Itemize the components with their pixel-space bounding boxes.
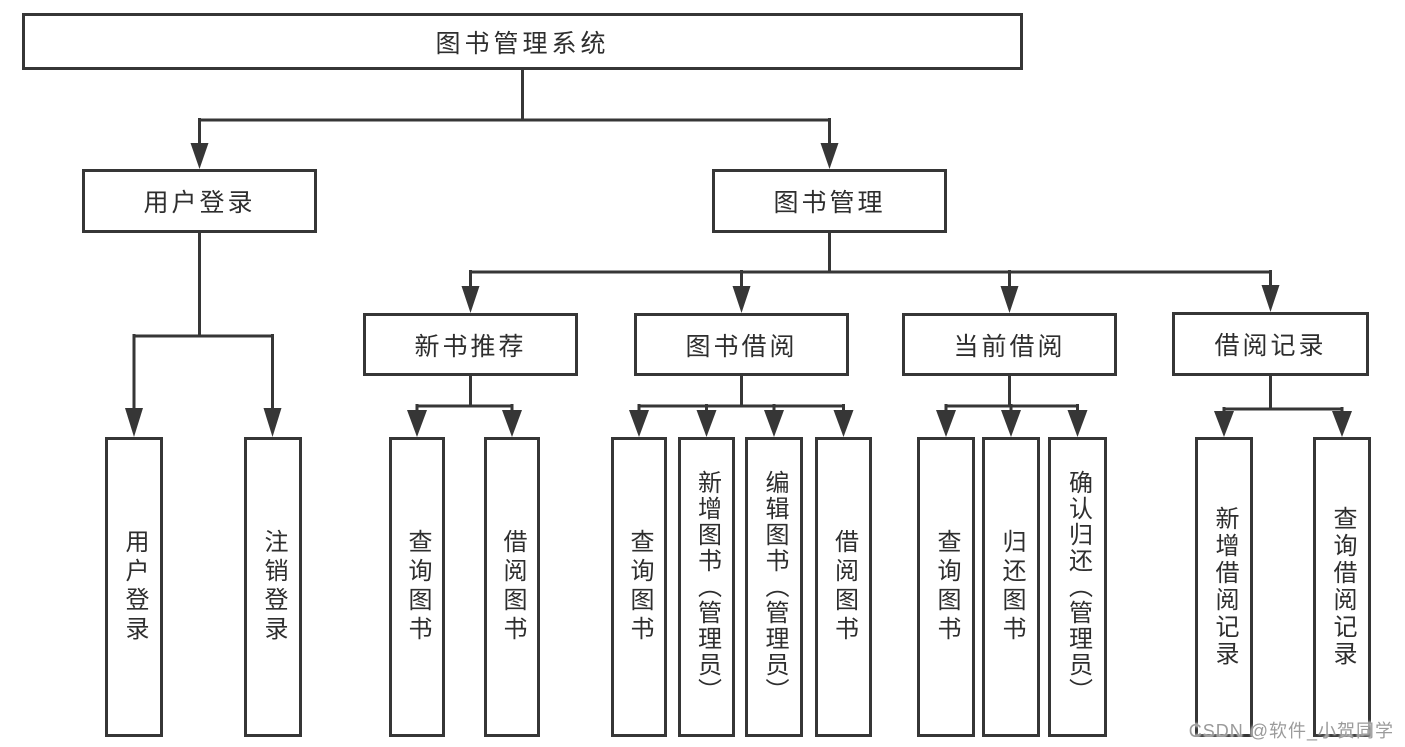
arrowhead-edit-books bbox=[764, 410, 784, 437]
connector-book-management-path bbox=[469, 233, 1272, 289]
connector-current-borrowing-split bbox=[936, 376, 1088, 437]
leaf-user-login: 用户登录 bbox=[105, 437, 163, 737]
leaf-return-books: 归还图书 bbox=[982, 437, 1040, 737]
connector-book-management-split bbox=[461, 233, 1280, 313]
connector-user-login-split bbox=[125, 233, 282, 437]
arrowhead-borrow-records bbox=[1261, 285, 1280, 312]
csdn-watermark: CSDN @软件_小贺同学 bbox=[1188, 721, 1394, 741]
node-user-login: 用户登录 bbox=[82, 169, 317, 233]
connector-borrow-records-split bbox=[1214, 376, 1352, 437]
node-library-management-system: 图书管理系统 bbox=[22, 13, 1023, 70]
node-borrow-records: 借阅记录 bbox=[1172, 312, 1369, 376]
arrowhead-user-login bbox=[190, 143, 209, 169]
leaf-add-borrow-record: 新增借阅记录 bbox=[1195, 437, 1253, 737]
arrowhead-add-books bbox=[696, 410, 717, 437]
leaf-borrow-books-borrowing: 借阅图书 bbox=[815, 437, 872, 737]
arrowhead-add-borrow-record bbox=[1214, 411, 1234, 437]
arrowhead-new-book bbox=[461, 286, 480, 313]
arrowhead-logout-leaf bbox=[263, 408, 282, 437]
leaf-edit-books-admin: 编辑图书（管理员） bbox=[745, 437, 803, 737]
arrowhead-query-books-3 bbox=[936, 410, 956, 437]
arrowhead-confirm-return bbox=[1067, 410, 1088, 437]
connector-book-borrowing-path bbox=[637, 376, 845, 412]
arrowhead-borrow-books-2 bbox=[833, 410, 854, 437]
arrowhead-book-borrowing bbox=[732, 286, 751, 313]
leaf-query-books-recommend: 查询图书 bbox=[389, 437, 445, 737]
node-book-borrowing: 图书借阅 bbox=[634, 313, 849, 376]
arrowhead-query-borrow-record bbox=[1332, 411, 1352, 437]
arrowhead-user-login-leaf bbox=[125, 408, 143, 437]
arrowhead-book-management bbox=[820, 143, 839, 169]
arrowhead-borrow-books-1 bbox=[502, 410, 522, 437]
arrowhead-current-borrowing bbox=[1000, 286, 1019, 313]
connector-root-path bbox=[198, 70, 831, 146]
node-new-book-recommend: 新书推荐 bbox=[363, 313, 578, 376]
connector-current-borrowing-path bbox=[944, 376, 1079, 412]
leaf-query-borrow-record: 查询借阅记录 bbox=[1313, 437, 1371, 737]
leaf-confirm-return-admin: 确认归还（管理员） bbox=[1048, 437, 1107, 737]
arrowhead-query-books-2 bbox=[629, 410, 649, 437]
connector-new-book-split bbox=[407, 376, 522, 437]
node-book-management: 图书管理 bbox=[712, 169, 947, 233]
connector-user-login-path bbox=[132, 233, 274, 410]
connector-new-book-path bbox=[415, 376, 514, 412]
arrowhead-query-books-1 bbox=[407, 410, 427, 437]
node-current-borrowing: 当前借阅 bbox=[902, 313, 1117, 376]
connector-root-split bbox=[190, 70, 839, 169]
leaf-logout-login: 注销登录 bbox=[244, 437, 302, 737]
arrowhead-return-books bbox=[1001, 410, 1021, 437]
leaf-add-books-admin: 新增图书（管理员） bbox=[678, 437, 735, 737]
leaf-borrow-books-recommend: 借阅图书 bbox=[484, 437, 540, 737]
leaf-query-books-borrowing: 查询图书 bbox=[611, 437, 667, 737]
connector-book-borrowing-split bbox=[629, 376, 854, 437]
connector-borrow-records-path bbox=[1222, 376, 1344, 414]
leaf-query-books-current: 查询图书 bbox=[917, 437, 975, 737]
